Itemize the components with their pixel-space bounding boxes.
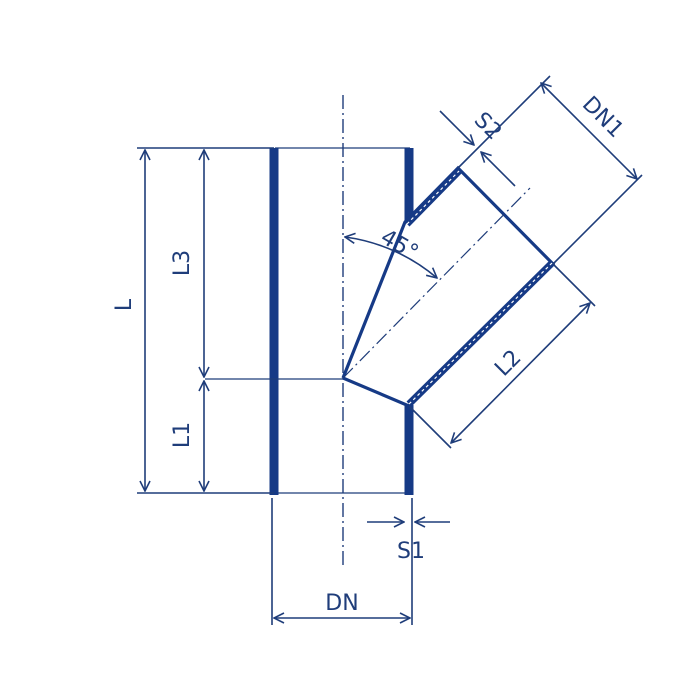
dimension-L2: L2 <box>408 263 596 449</box>
dimension-L3: L3 <box>170 150 204 377</box>
dimension-S1: S1 <box>367 522 450 564</box>
dim-DN1-extension-bottom <box>552 174 643 265</box>
branch-center-axis <box>342 187 531 379</box>
dim-S2-arrow-upper <box>439 110 474 145</box>
branch-pipe <box>341 165 556 408</box>
label-S2: S2 <box>469 108 506 145</box>
dim-L2-extension-bottom <box>408 405 452 449</box>
label-L2: L2 <box>490 345 526 381</box>
main-pipe <box>205 95 414 565</box>
branch-upper-wall-hatch <box>406 170 460 225</box>
dim-DN1-extension-top <box>457 75 551 169</box>
label-L: L <box>112 298 137 311</box>
dim-L2-line <box>451 303 590 443</box>
dimension-DN: DN <box>271 498 413 625</box>
dim-S2-arrow-lower <box>481 152 516 187</box>
label-S1: S1 <box>397 539 425 564</box>
dim-DN1-line <box>541 83 637 179</box>
dimension-DN1: DN1 <box>457 75 643 265</box>
label-DN1: DN1 <box>577 92 628 143</box>
angle-arc <box>345 237 437 278</box>
dimension-L1: L1 <box>170 381 204 491</box>
dimension-angle: 45° <box>345 225 437 278</box>
label-L3: L3 <box>170 250 195 276</box>
dim-L2-extension-top <box>552 263 596 307</box>
label-angle: 45° <box>376 225 422 266</box>
label-DN: DN <box>325 591 358 616</box>
dimension-L: L <box>112 147 274 494</box>
label-L1: L1 <box>170 422 195 448</box>
